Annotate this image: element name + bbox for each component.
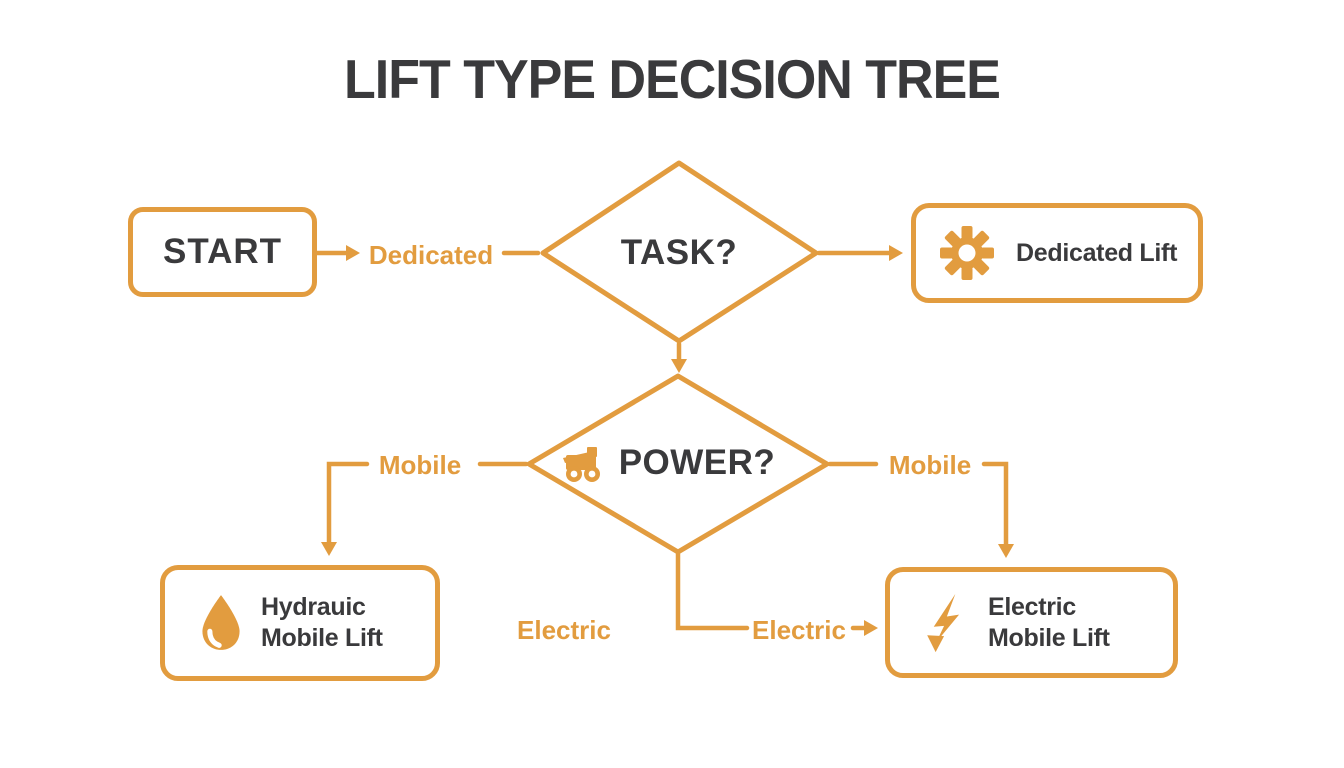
decision-node-task-shape xyxy=(540,160,819,344)
electric-label-line2: Mobile Lift xyxy=(988,623,1110,652)
edge-label-electric-inline: Electric xyxy=(752,615,846,645)
edge-power-to-electric-bottom xyxy=(675,551,878,636)
hydraulic-label-line1: Hydrauic xyxy=(261,593,366,621)
electric-mobile-lift-node: Electric Mobile Lift xyxy=(885,567,1178,678)
task-label: TASK? xyxy=(620,233,738,272)
start-node: START xyxy=(128,207,317,297)
decision-node-task: TASK? xyxy=(579,230,779,276)
edge-label-mobile-left: Mobile xyxy=(378,450,462,480)
edge-label-dedicated: Dedicated xyxy=(368,240,494,270)
cart-icon xyxy=(562,447,600,482)
gear-icon xyxy=(940,226,994,280)
power-label: POWER? xyxy=(618,443,776,482)
electric-mobile-lift-label: Electric Mobile Lift xyxy=(988,592,1110,654)
electric-label-line1: Electric xyxy=(988,592,1076,621)
decision-node-power: POWER? xyxy=(528,438,808,488)
hydraulic-mobile-lift-label: Hydrauic Mobile Lift xyxy=(261,592,383,654)
dedicated-lift-label: Dedicated Lift xyxy=(1016,238,1178,267)
lightning-icon xyxy=(927,593,960,652)
edge-power-to-electric-top xyxy=(827,461,1014,558)
start-label: START xyxy=(162,232,283,271)
edge-task-to-power xyxy=(671,341,687,373)
edge-start-to-task xyxy=(314,245,541,261)
droplet-icon xyxy=(202,595,240,650)
edge-task-to-dedicated-lift xyxy=(816,245,903,261)
edge-label-mobile-right: Mobile xyxy=(888,450,972,480)
page-title: LIFT TYPE DECISION TREE xyxy=(344,49,1001,111)
edge-label-electric-floating: Electric xyxy=(517,615,611,645)
edge-power-to-hydraulic xyxy=(321,461,529,556)
hydraulic-mobile-lift-node: Hydrauic Mobile Lift xyxy=(160,565,440,681)
dedicated-lift-node: Dedicated Lift xyxy=(911,203,1203,303)
hydraulic-label-line2: Mobile Lift xyxy=(261,624,383,652)
